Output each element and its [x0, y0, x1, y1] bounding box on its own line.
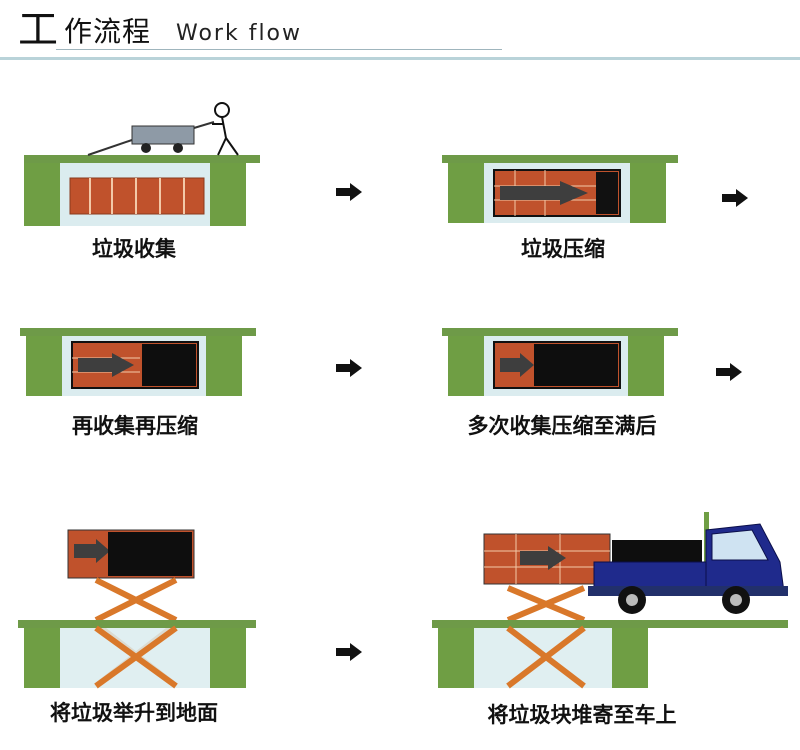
cart-icon	[87, 121, 215, 156]
step-1-label: 垃圾收集	[92, 237, 177, 261]
truck-icon	[588, 512, 788, 614]
compressor-ram-icon	[493, 169, 621, 217]
step-5-station: 将垃圾举升到地面	[18, 529, 256, 725]
title-en: Work flow	[176, 21, 303, 46]
step-6-station: 将垃圾块堆寄至车上	[432, 512, 788, 727]
workflow-diagram: 垃圾收集 垃圾压缩	[18, 102, 788, 727]
compressor-ram-icon	[71, 341, 199, 389]
garbage-bin-pit	[69, 177, 205, 215]
arrow-right-icon	[336, 183, 362, 201]
stick-figure-icon	[212, 102, 239, 156]
header-divider	[0, 57, 800, 60]
arrow-right-icon	[336, 643, 362, 661]
arrow-right-icon	[716, 363, 742, 381]
arrow-right-icon	[336, 359, 362, 377]
step-1-station: 垃圾收集	[24, 102, 260, 261]
garbage-block	[483, 533, 702, 585]
step-2-station: 垃圾压缩	[442, 155, 678, 261]
step-3-label: 再收集再压缩	[72, 414, 198, 438]
step-4-label: 多次收集压缩至满后	[468, 414, 657, 438]
arrow-right-icon	[722, 189, 748, 207]
step-3-station: 再收集再压缩	[20, 328, 256, 438]
page-header: 工 作流程 Work flow	[0, 0, 800, 62]
step-4-station: 多次收集压缩至满后	[442, 328, 678, 438]
compressor-ram-icon	[67, 529, 195, 579]
title-first-char: 工	[18, 7, 58, 53]
step-6-label: 将垃圾块堆寄至车上	[488, 703, 677, 727]
step-2-label: 垃圾压缩	[521, 237, 605, 261]
header-underline	[56, 49, 502, 50]
title-cn: 作流程	[64, 15, 152, 48]
compressor-ram-icon	[493, 341, 621, 389]
step-5-label: 将垃圾举升到地面	[50, 701, 218, 725]
